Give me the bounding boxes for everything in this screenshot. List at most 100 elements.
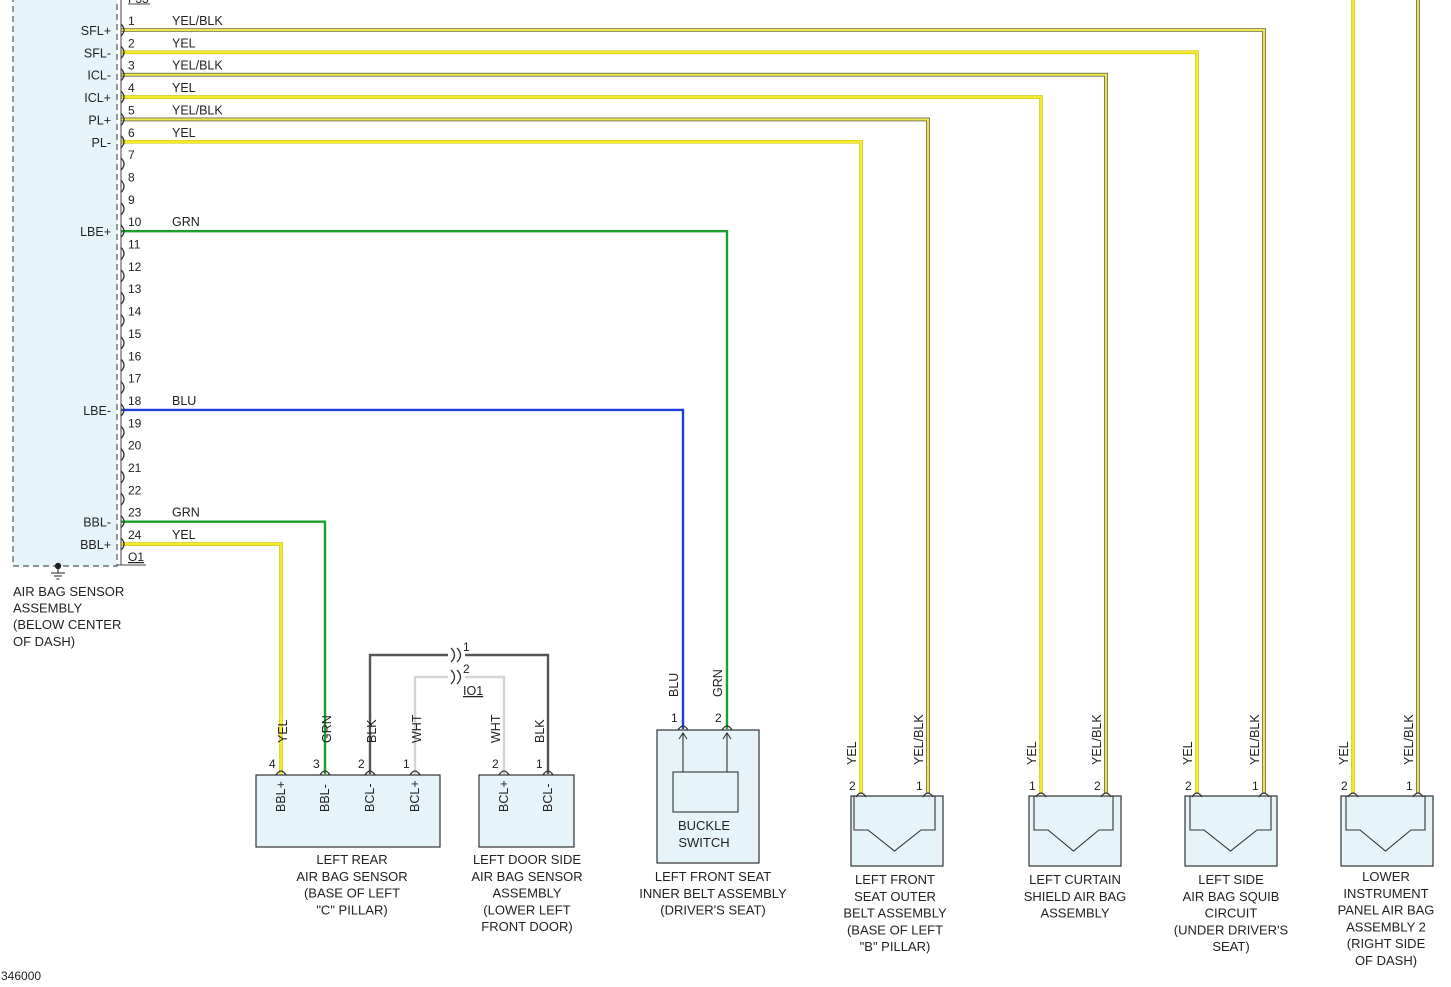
inner-belt-pin-terminal [677,725,689,731]
module-pin-terminal [120,358,125,372]
module-pin-signal: PL- [92,136,111,150]
lower_panel-box [1340,795,1434,867]
wire-bbl-plus [121,542,283,774]
io1-terminal-left [450,669,456,685]
wire-io1-wht-b [465,675,506,774]
rear-sensor-pin-terminal [275,770,287,776]
module-pin-number: 23 [128,506,142,520]
rear-sensor-pin-number: 3 [313,757,320,771]
module-pin-number: 5 [128,103,135,117]
module-pin-terminal [120,448,125,462]
rear-sensor-pin-number: 1 [403,757,410,771]
curtain-wire-label: YEL/BLK [1090,714,1104,765]
outer_belt-pin-number: 1 [916,779,923,793]
curtain-wire-label: YEL [1025,741,1039,765]
door-sensor-pin-terminal [542,770,554,776]
inner-belt-pin-terminal [721,725,733,731]
lower_panel-name-line: PANEL AIR BAG [1338,903,1435,918]
inner-belt-wire-label: GRN [711,669,725,697]
outer_belt-name-line: (BASE OF LEFT [847,922,943,937]
side_squib-box [1184,795,1278,867]
inner-belt-name-line: (DRIVER'S SEAT) [660,903,766,918]
module-pin-terminal [120,90,125,104]
module-pin-signal: BBL- [83,516,111,530]
buckle-switch-arrow [678,732,688,740]
module-pin-terminal [120,537,125,551]
module-pin-signal: LBE- [83,404,111,418]
connector-name-O1: O1 [128,550,144,564]
door-sensor-wire-label: BLK [533,719,547,743]
left-door-sensor-name-line: FRONT DOOR) [481,919,572,934]
buckle-switch-label: SWITCH [678,835,729,850]
rear-sensor-pin-signal: BBL- [318,784,332,812]
wire-icl-minus [121,73,1108,794]
module-pin-terminal [120,179,125,193]
wire-bbl-plus-outline [121,542,283,774]
inner-belt-pin-number: 1 [671,711,678,725]
rear-sensor-pin-signal: BBL+ [274,781,288,812]
curtain-squib-symbol [1033,796,1114,852]
door-sensor-pin-signal: BCL- [541,784,555,812]
module-pin-number: 15 [128,327,142,341]
module-pin-terminal [120,336,125,350]
module-pin-number: 11 [128,238,141,252]
io1-pin-number: 2 [463,662,470,676]
wire-io1-wht-a [413,675,448,774]
module-pin-number: 4 [128,81,135,95]
module-pin-terminal [120,403,125,417]
module-pin-terminal [120,515,125,529]
wire-color-label: BLU [172,394,196,408]
wire-color-label: YEL/BLK [172,59,223,73]
module-pin-signal: PL+ [88,113,111,127]
connector-top-label: F33 [128,0,149,6]
lower_panel-pin-number: 2 [1341,779,1348,793]
left-door-sensor-name-line: AIR BAG SENSOR [471,869,582,884]
module-pin-number: 18 [128,394,142,408]
module-pin-terminal [120,45,125,59]
wire-color-label: YEL [172,81,196,95]
side_squib-name-line: LEFT SIDE [1198,872,1264,887]
module-pin-signal: LBE+ [80,225,111,239]
wire-color-label: GRN [172,506,200,520]
wire-color-label: YEL [172,528,196,542]
wire-color-label: YEL [172,36,196,50]
side_squib-name-line: CIRCUIT [1205,906,1258,921]
module-pin-number: 17 [128,372,142,386]
wire-sfl-minus [121,51,1199,794]
module-pin-signal: SFL+ [81,24,111,38]
curtain-pin-terminal [1100,792,1112,798]
module-pin-number: 6 [128,126,135,140]
module-pin-number: 22 [128,483,142,497]
module-pin-number: 9 [128,193,135,207]
module-pin-terminal [120,202,125,216]
wire-io1-blk-a [368,653,448,774]
rear-sensor-pin-terminal [319,770,331,776]
wire-sfl-plus [121,28,1266,794]
curtain-pin-terminal [1035,792,1047,798]
module-pin-terminal [120,157,125,171]
curtain-name-line: SHIELD AIR BAG [1024,889,1127,904]
wire-pl-plus [121,118,930,794]
module-pin-number: 16 [128,349,142,363]
left-rear-sensor-name-line: (BASE OF LEFT [304,886,400,901]
curtain-pin-number: 1 [1029,779,1036,793]
module-pin-terminal [120,314,125,328]
wire-icl-minus-outline [121,72,1108,794]
side_squib-pin-number: 2 [1185,779,1192,793]
left-door-sensor-name-line: LEFT DOOR SIDE [473,852,581,867]
rear-sensor-pin-number: 4 [269,757,276,771]
buckle-switch-box [672,771,739,813]
module-pin-number: 3 [128,59,135,73]
rear-sensor-pin-number: 2 [358,757,365,771]
rear-sensor-pin-signal: BCL- [363,784,377,812]
lower_panel-squib-symbol [1345,796,1426,852]
io1-terminal-left [450,647,456,663]
door-sensor-pin-terminal [498,770,510,776]
rear-sensor-pin-signal: BCL+ [408,780,422,812]
door-sensor-pin-number: 2 [492,757,499,771]
wire-icl-plus-outline [121,95,1043,794]
left-door-sensor-name-line: (LOWER LEFT [483,902,570,917]
curtain-name-line: ASSEMBLY [1040,906,1109,921]
